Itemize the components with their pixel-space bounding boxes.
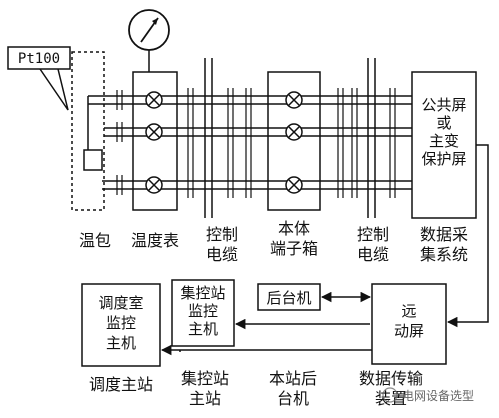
label-acquisition-1: 数据采 <box>420 225 468 244</box>
label-central-main-1: 集控站 <box>181 369 229 388</box>
svg-text:后台机: 后台机 <box>266 289 311 307</box>
label-cable-right-2: 电缆 <box>357 245 389 264</box>
svg-text:远: 远 <box>401 302 416 320</box>
terminal-box <box>267 71 321 211</box>
label-terminal-1: 本体 <box>278 219 310 238</box>
wechat-icon <box>382 387 398 403</box>
svg-text:监控: 监控 <box>106 314 136 332</box>
dispatch-telecontrol-arrow <box>162 350 372 352</box>
svg-text:主机: 主机 <box>106 334 136 352</box>
svg-text:监控: 监控 <box>188 302 218 320</box>
sensor-element <box>83 149 103 171</box>
svg-text:公共屏: 公共屏 <box>421 96 466 114</box>
control-cable-left <box>204 58 213 218</box>
svg-text:主变: 主变 <box>429 132 459 150</box>
watermark: 电网设备选型 <box>382 387 474 403</box>
label-central-main-2: 主站 <box>189 389 221 408</box>
svg-text:集控站: 集控站 <box>180 284 225 302</box>
thermometer-gauge <box>128 9 170 72</box>
label-local-backend-2: 台机 <box>277 389 309 408</box>
svg-text:调度室: 调度室 <box>98 294 143 312</box>
telecontrol-box <box>371 283 447 365</box>
label-cable-left-1: 控制 <box>206 225 238 244</box>
label-bulb: 温包 <box>79 231 111 250</box>
label-transmission-1: 数据传输 <box>359 369 423 388</box>
label-thermometer: 温度表 <box>131 231 179 250</box>
protection-panel-text: 公共屏 或 主变 保护屏 <box>421 96 466 168</box>
svg-text:动屏: 动屏 <box>394 322 424 340</box>
control-cable-right <box>367 58 376 218</box>
label-dispatch-main: 调度主站 <box>89 375 153 394</box>
label-cable-right-1: 控制 <box>357 225 389 244</box>
label-local-backend-1: 本站后 <box>269 369 317 388</box>
acquisition-to-telecontrol-arrow <box>446 144 489 328</box>
terminal-lamps <box>285 91 303 194</box>
svg-text:主机: 主机 <box>188 320 218 338</box>
label-terminal-2: 端子箱 <box>270 239 318 258</box>
label-acquisition-2: 集系统 <box>420 245 468 264</box>
pt100-label: Pt100 <box>18 51 60 67</box>
svg-text:保护屏: 保护屏 <box>421 150 466 168</box>
temperature-bulb <box>71 51 105 211</box>
pt100-callout: Pt100 <box>7 46 71 111</box>
label-cable-left-2: 电缆 <box>206 245 238 264</box>
svg-text:或: 或 <box>436 114 451 132</box>
wire-ticks <box>116 88 396 198</box>
thermometer-box <box>132 71 178 211</box>
signal-wires <box>87 95 412 190</box>
central-monitor-box <box>171 279 235 347</box>
backend-box <box>257 283 321 311</box>
svg-text:电网设备选型: 电网设备选型 <box>402 389 474 403</box>
dispatch-monitor-box <box>81 283 161 367</box>
thermometer-lamps <box>145 91 163 194</box>
